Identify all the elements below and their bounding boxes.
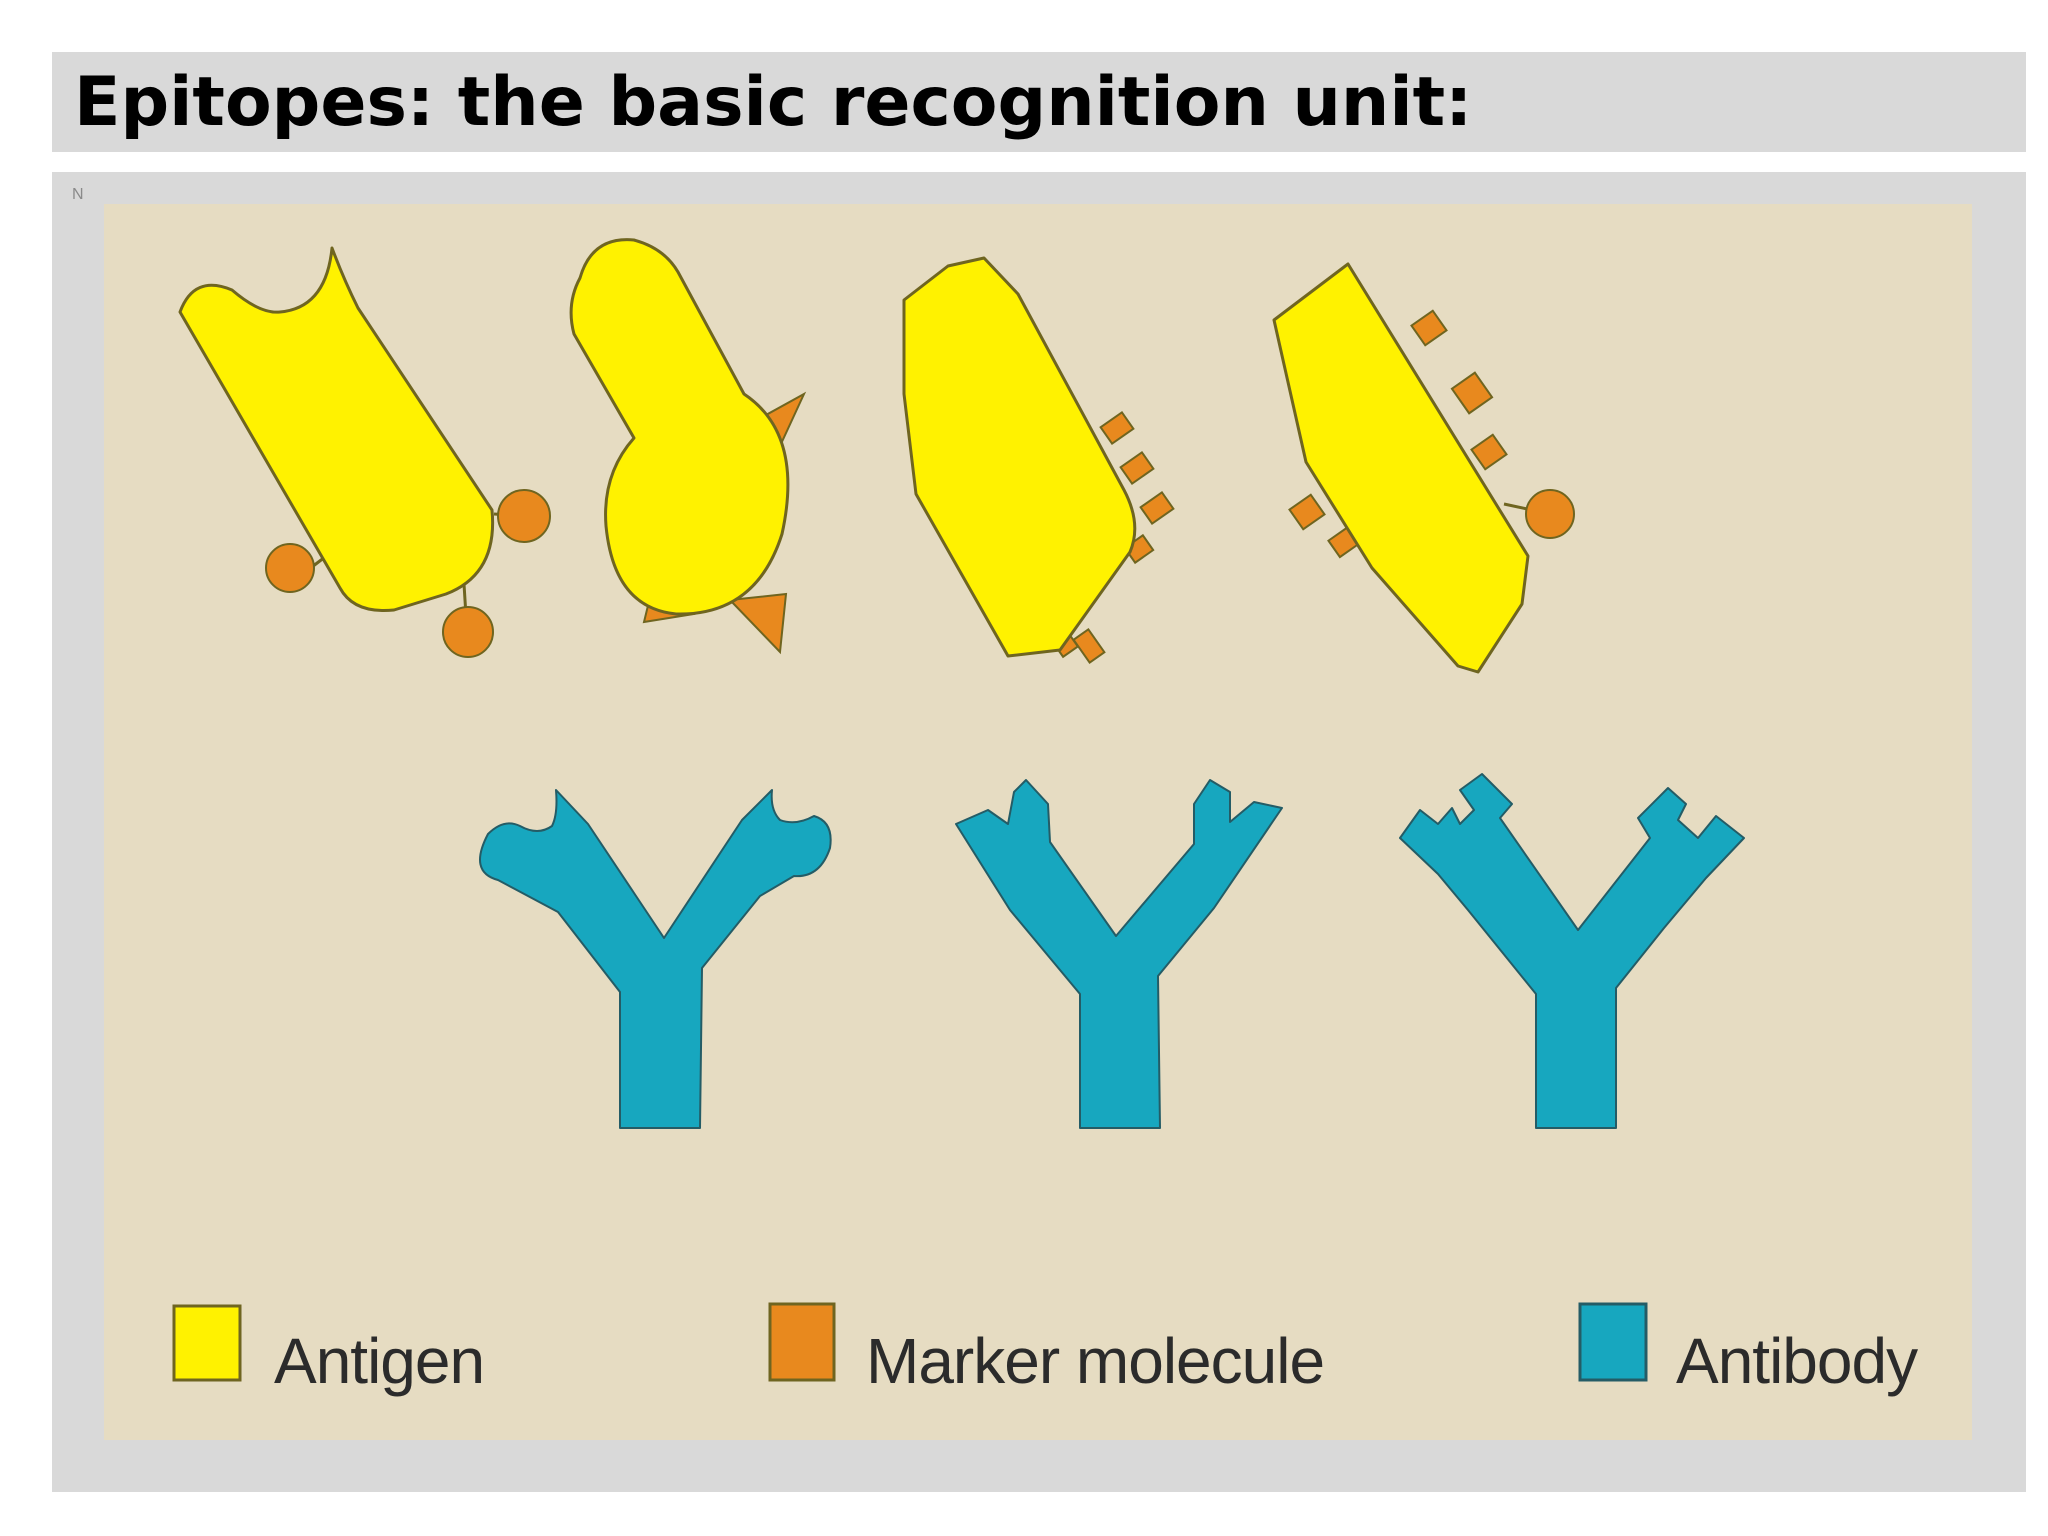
antigen-3 (902, 256, 1175, 665)
legend-label-antibody: Antibody (1676, 1325, 1918, 1397)
antigen-1 (178, 246, 551, 658)
antibody-body (479, 789, 832, 1129)
antibody-swatch (1578, 1302, 1648, 1382)
legend-label-antigen: Antigen (274, 1325, 485, 1397)
antigen-2 (569, 238, 807, 655)
antibody-3 (1399, 773, 1745, 1129)
antibody-body (1399, 773, 1745, 1129)
antigen-body (902, 256, 1137, 658)
content-frame: N (52, 172, 2026, 1492)
antibody-1 (479, 789, 832, 1129)
slide-title: Epitopes: the basic recognition unit: (74, 63, 1473, 142)
legend (172, 1302, 1648, 1382)
marker-swatch (768, 1302, 836, 1382)
antigen-body (178, 246, 495, 613)
corner-mark: N (72, 186, 84, 203)
antigen-body (569, 238, 790, 616)
antigen-body (1272, 262, 1530, 674)
round-marker (265, 489, 551, 658)
antibody-2 (955, 779, 1283, 1129)
antigen-swatch (172, 1304, 242, 1382)
antibody-body (955, 779, 1283, 1129)
mixed-marker (1288, 309, 1575, 559)
legend-label-marker: Marker molecule (866, 1325, 1325, 1397)
antigen-4 (1272, 262, 1575, 674)
epitope-diagram (104, 204, 1972, 1440)
title-bar: Epitopes: the basic recognition unit: (52, 52, 2026, 152)
